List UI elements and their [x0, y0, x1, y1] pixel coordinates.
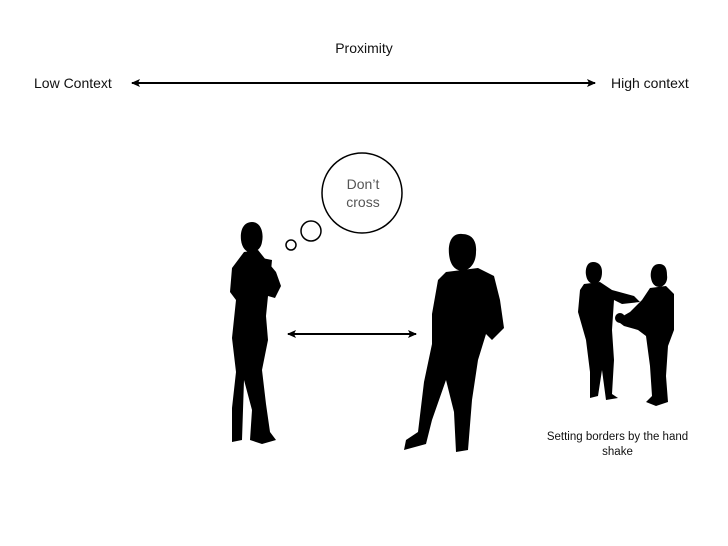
handshake-caption-line-2: shake	[602, 446, 633, 458]
thought-bubble	[285, 152, 403, 251]
diagram-title: Proximity	[335, 40, 393, 56]
thought-bubble-small-dot	[285, 239, 297, 251]
handshake-caption: Setting borders by the hand shake	[540, 430, 695, 460]
high-context-label: High context	[611, 75, 689, 91]
thought-bubble-medium-dot	[300, 220, 322, 242]
thought-bubble-line-1: Don’t	[346, 176, 380, 192]
handshake-caption-line-1: Setting borders by the hand	[546, 431, 689, 443]
standing-man-silhouette	[404, 233, 504, 452]
thought-bubble-text: Don’t cross	[318, 175, 408, 211]
thought-bubble-main	[321, 152, 403, 234]
handshake-left-man-silhouette	[578, 262, 640, 400]
thinking-man-silhouette	[230, 222, 281, 444]
thought-bubble-line-2: cross	[346, 194, 380, 210]
low-context-label: Low Context	[34, 75, 112, 91]
handshake-right-man-silhouette	[616, 264, 674, 406]
clasped-hands	[615, 313, 625, 323]
